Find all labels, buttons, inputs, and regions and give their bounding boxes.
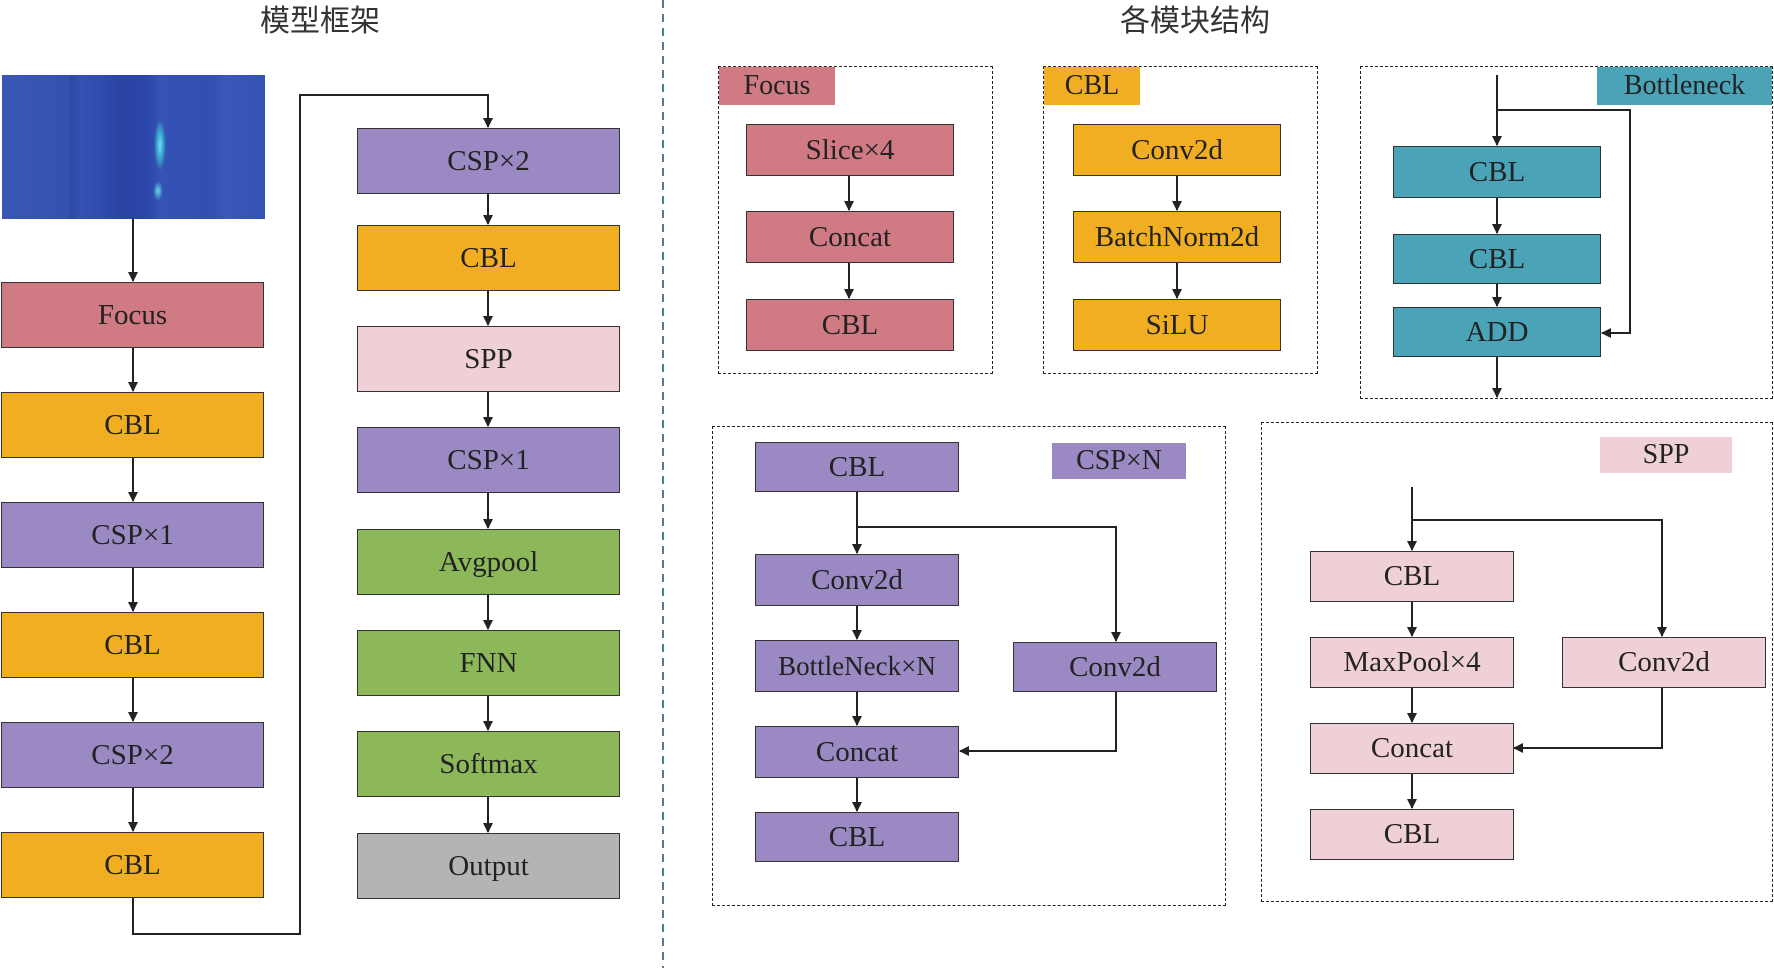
conv2d-block: Conv2d — [1073, 124, 1281, 176]
cbl-block: CBL — [1393, 234, 1601, 284]
cbl-block: CBL — [755, 812, 959, 862]
cbl-block: CBL — [746, 299, 954, 351]
fnn-block: FNN — [357, 630, 620, 696]
csp-block: CSP×2 — [1, 722, 264, 788]
cbl-block: CBL — [357, 225, 620, 291]
avgpool-block: Avgpool — [357, 529, 620, 595]
side-conv2d-block: Conv2d — [1562, 637, 1766, 688]
slice-block: Slice×4 — [746, 124, 954, 176]
concat-block: Concat — [1310, 723, 1514, 774]
cbl-block: CBL — [1, 392, 264, 458]
right-section-title: 各模块结构 — [1120, 4, 1270, 39]
cbl-module-tag: CBL — [1044, 67, 1140, 105]
conv2d-block: Conv2d — [755, 554, 959, 606]
maxpool-block: MaxPool×4 — [1310, 637, 1514, 688]
output-block: Output — [357, 833, 620, 899]
spp-module-tag: SPP — [1600, 437, 1732, 473]
cbl-block: CBL — [1, 612, 264, 678]
focus-module-group — [718, 66, 993, 374]
batchnorm2d-block: BatchNorm2d — [1073, 211, 1281, 263]
focus-block: Focus — [1, 282, 264, 348]
spp-module-group — [1261, 422, 1773, 902]
spp-block: SPP — [357, 326, 620, 392]
cbl-module-group — [1043, 66, 1318, 374]
input-spectrogram-image — [2, 75, 265, 219]
focus-module-tag: Focus — [719, 67, 835, 105]
csp-block: CSP×2 — [357, 128, 620, 194]
left-section-title: 模型框架 — [260, 4, 380, 39]
csp-block: CSP×1 — [357, 427, 620, 493]
add-block: ADD — [1393, 307, 1601, 357]
csp-module-group — [712, 426, 1226, 906]
bottleneck-module-group — [1360, 66, 1773, 399]
cbl-block: CBL — [1310, 551, 1514, 602]
bottleneck-module-tag: Bottleneck — [1597, 67, 1772, 105]
csp-module-tag: CSP×N — [1052, 443, 1186, 479]
cbl-block: CBL — [755, 442, 959, 492]
bottleneck-n-block: BottleNeck×N — [755, 640, 959, 692]
side-conv2d-block: Conv2d — [1013, 642, 1217, 692]
silu-block: SiLU — [1073, 299, 1281, 351]
csp-block: CSP×1 — [1, 502, 264, 568]
cbl-block: CBL — [1310, 809, 1514, 860]
concat-block: Concat — [746, 211, 954, 263]
cbl-block: CBL — [1, 832, 264, 898]
softmax-block: Softmax — [357, 731, 620, 797]
concat-block: Concat — [755, 726, 959, 778]
cbl-block: CBL — [1393, 146, 1601, 198]
